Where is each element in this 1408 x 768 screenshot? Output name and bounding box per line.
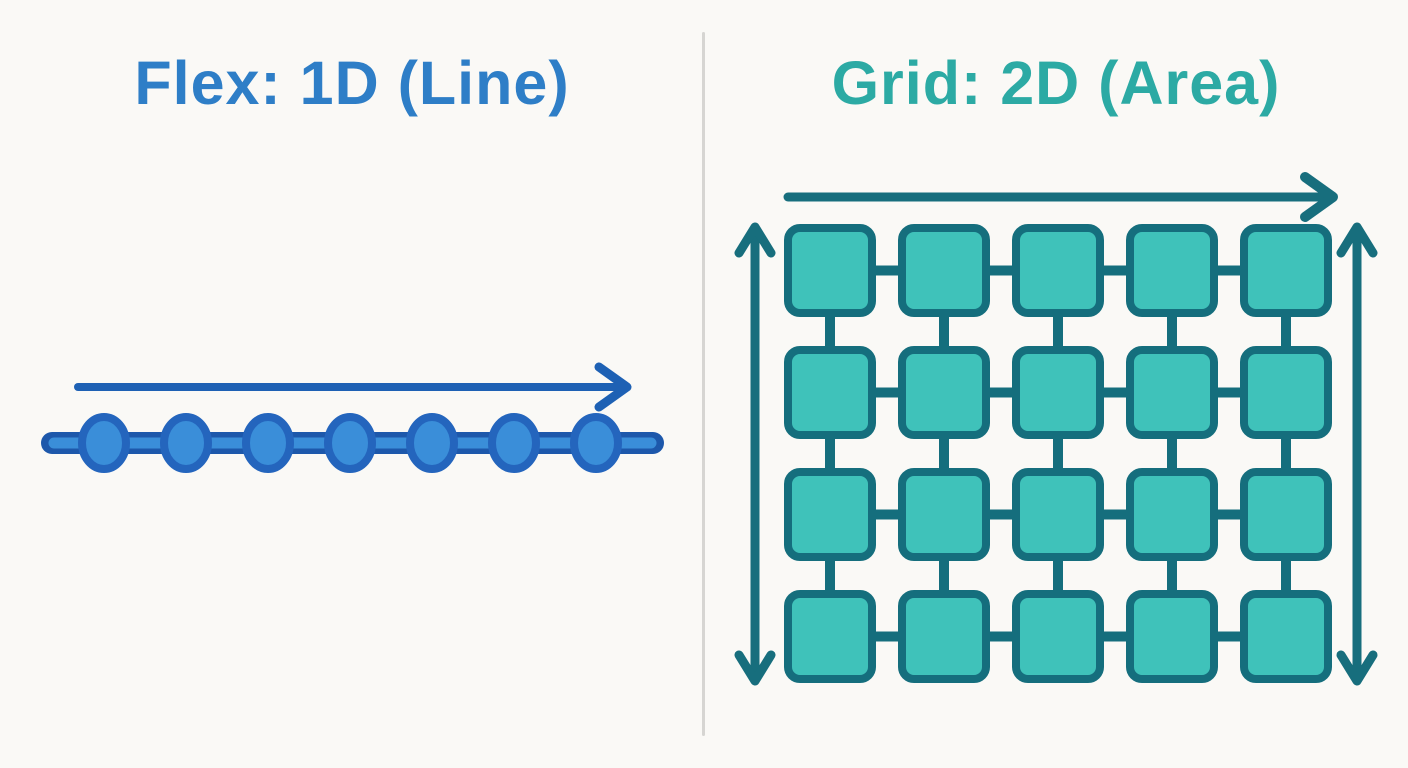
grid-cell bbox=[1012, 468, 1104, 561]
grid-left-axis-arrow-down-head bbox=[734, 650, 776, 686]
grid-right-axis-arrow-down-head bbox=[1336, 650, 1378, 686]
flex-title: Flex: 1D (Line) bbox=[134, 49, 570, 117]
grid-diagram bbox=[734, 172, 1378, 686]
flex-item-bead bbox=[488, 413, 540, 473]
grid-cell bbox=[1240, 346, 1332, 439]
grid-cell bbox=[898, 468, 990, 561]
grid-cell bbox=[1240, 468, 1332, 561]
grid-left-axis-arrow-up-head bbox=[734, 222, 776, 258]
grid-cell bbox=[784, 590, 876, 683]
grid-cell bbox=[898, 346, 990, 439]
flex-item-bead bbox=[78, 413, 130, 473]
grid-cell bbox=[784, 468, 876, 561]
grid-title: Grid: 2D (Area) bbox=[831, 49, 1281, 117]
flex-direction-arrow-head bbox=[594, 362, 632, 412]
grid-row-direction-arrow-head bbox=[1300, 172, 1338, 222]
panel-divider bbox=[702, 32, 705, 736]
grid-cell bbox=[1126, 590, 1218, 683]
grid-cell bbox=[1240, 224, 1332, 317]
grid-cell bbox=[898, 590, 990, 683]
grid-cell bbox=[784, 346, 876, 439]
grid-cell bbox=[1126, 468, 1218, 561]
flex-item-bead bbox=[160, 413, 212, 473]
flex-item-bead bbox=[324, 413, 376, 473]
flex-diagram bbox=[41, 362, 664, 473]
grid-cell bbox=[1012, 224, 1104, 317]
grid-cell bbox=[1240, 590, 1332, 683]
grid-cell bbox=[1012, 346, 1104, 439]
flex-item-bead bbox=[242, 413, 294, 473]
flex-item-bead bbox=[570, 413, 622, 473]
grid-cell bbox=[784, 224, 876, 317]
grid-cell bbox=[1126, 346, 1218, 439]
grid-cell bbox=[1012, 590, 1104, 683]
grid-cell bbox=[1126, 224, 1218, 317]
grid-cell bbox=[898, 224, 990, 317]
grid-right-axis-arrow-up-head bbox=[1336, 222, 1378, 258]
flex-item-bead bbox=[406, 413, 458, 473]
